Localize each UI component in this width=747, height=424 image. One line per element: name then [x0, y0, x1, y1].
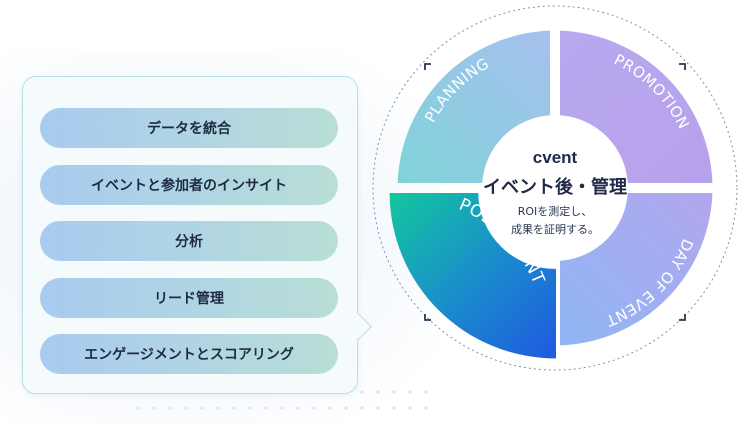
- outer-dotted-ring: [372, 5, 738, 371]
- center-title: イベント後・管理: [483, 176, 627, 198]
- feature-label: イベントと参加者のインサイト: [91, 178, 287, 194]
- feature-item-engagement-scoring: エンゲージメントとスコアリング: [40, 334, 338, 374]
- arrow-corner-top-left-icon: [424, 63, 431, 70]
- center-subtitle-line2: 成果を証明する。: [511, 223, 599, 236]
- feature-label: エンゲージメントとスコアリング: [84, 347, 294, 363]
- segment-day-of-event: [560, 193, 713, 346]
- center-subtitle-line1: ROIを測定し、: [518, 204, 593, 218]
- segment-planning: [397, 30, 550, 183]
- feature-label: リード管理: [154, 291, 224, 307]
- feature-item-analytics: 分析: [40, 221, 338, 261]
- arrow-corner-bottom-right-icon: [679, 314, 686, 321]
- feature-label: 分析: [175, 234, 203, 250]
- center-disc: [487, 120, 623, 256]
- feature-item-data-integration: データを統合: [40, 108, 338, 148]
- brand-logo: cvent: [533, 148, 578, 167]
- ring-arrows: [424, 63, 686, 321]
- feature-label: データを統合: [147, 121, 231, 137]
- arrow-corner-top-right-icon: [679, 63, 686, 70]
- segment-promotion: [560, 30, 713, 183]
- feature-item-lead-management: リード管理: [40, 278, 338, 318]
- feature-item-insights: イベントと参加者のインサイト: [40, 165, 338, 205]
- segment-post-event: [389, 193, 556, 359]
- arrow-corner-bottom-left-icon: [424, 314, 431, 321]
